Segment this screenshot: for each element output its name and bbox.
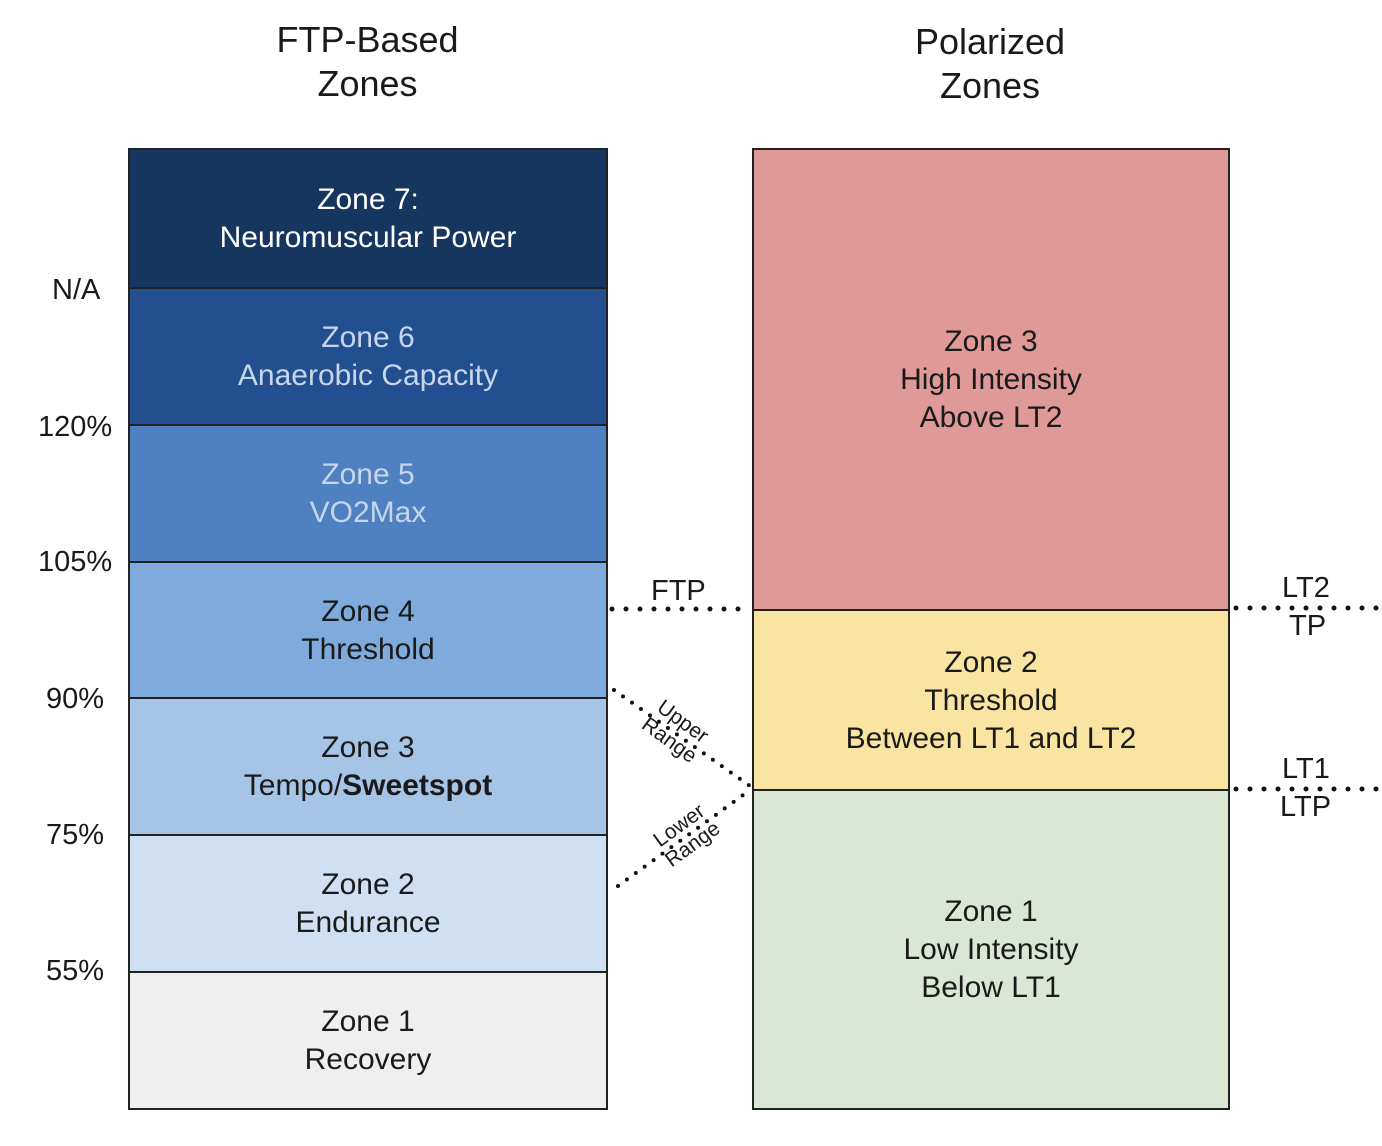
tp-marker-label: TP bbox=[1289, 610, 1327, 642]
ftp-zone-2-title: Zone 2 bbox=[321, 868, 415, 901]
polarized-zones-column: Zone 3 High Intensity Above LT2 Zone 2 T… bbox=[752, 148, 1230, 1110]
threshold-105: 105% bbox=[38, 546, 113, 578]
ftp-zone-7-title: Zone 7: bbox=[317, 183, 419, 216]
ftp-title-line2: Zones bbox=[317, 63, 418, 104]
ftp-zone-1-name: Recovery bbox=[304, 1042, 432, 1076]
threshold-75: 75% bbox=[46, 819, 105, 851]
ftp-zone-5-title: Zone 5 bbox=[321, 458, 415, 491]
polarized-zone-3-title: Zone 3 bbox=[944, 325, 1038, 358]
polarized-title-line1: Polarized bbox=[914, 21, 1066, 62]
ftp-zone-3-name-bold: Sweetspot bbox=[342, 769, 493, 802]
ftp-zone-1-title: Zone 1 bbox=[321, 1004, 415, 1038]
polarized-zone-3: Zone 3 High Intensity Above LT2 bbox=[754, 150, 1228, 610]
lt1-marker-label: LT1 bbox=[1282, 753, 1330, 785]
ftp-zone-6-title: Zone 6 bbox=[321, 321, 415, 354]
ftp-zones-title: FTP-Based Zones bbox=[200, 18, 535, 106]
polarized-title-line2: Zones bbox=[939, 65, 1041, 106]
ftp-zone-5-name: VO2Max bbox=[309, 496, 427, 529]
polarized-zone-2-name: Threshold bbox=[924, 683, 1058, 717]
ftp-zones-column: Zone 7: Neuromuscular Power Zone 6 Anaer… bbox=[128, 148, 608, 1110]
ftp-marker-label: FTP bbox=[651, 575, 706, 607]
ftp-zone-3-name-plain: Tempo/ bbox=[243, 769, 343, 802]
polarized-zone-1-title: Zone 1 bbox=[944, 894, 1038, 928]
polarized-zone-3-name: High Intensity bbox=[900, 363, 1082, 396]
ftp-zone-4-title: Zone 4 bbox=[321, 594, 415, 628]
polarized-zone-3-desc: Above LT2 bbox=[919, 401, 1063, 434]
polarized-zone-1-name: Low Intensity bbox=[903, 932, 1079, 966]
threshold-na: N/A bbox=[52, 274, 101, 306]
ftp-zone-3-name: Tempo/Sweetspot bbox=[244, 767, 492, 805]
ltp-marker-label: LTP bbox=[1280, 791, 1332, 823]
lt2-marker-label: LT2 bbox=[1282, 572, 1330, 604]
ftp-zone-3-title: Zone 3 bbox=[321, 731, 415, 764]
ftp-zone-1: Zone 1 Recovery bbox=[130, 971, 606, 1108]
threshold-120: 120% bbox=[38, 411, 113, 443]
ftp-zone-7-name: Neuromuscular Power bbox=[219, 221, 517, 254]
ftp-zone-4: Zone 4 Threshold bbox=[130, 561, 606, 698]
ftp-zone-2: Zone 2 Endurance bbox=[130, 834, 606, 972]
polarized-zone-2-desc: Between LT1 and LT2 bbox=[845, 721, 1137, 755]
ftp-zone-4-name: Threshold bbox=[301, 632, 435, 666]
ftp-zone-6-name: Anaerobic Capacity bbox=[237, 359, 499, 392]
threshold-55: 55% bbox=[46, 955, 105, 987]
ftp-zone-7: Zone 7: Neuromuscular Power bbox=[130, 150, 606, 288]
ftp-zone-5: Zone 5 VO2Max bbox=[130, 424, 606, 562]
polarized-zone-2-title: Zone 2 bbox=[944, 645, 1038, 679]
threshold-90: 90% bbox=[46, 683, 105, 715]
ftp-zone-3: Zone 3 Tempo/Sweetspot bbox=[130, 697, 606, 835]
ftp-title-line1: FTP-Based bbox=[276, 19, 459, 60]
polarized-zone-1-desc: Below LT1 bbox=[921, 970, 1061, 1004]
ftp-zone-6: Zone 6 Anaerobic Capacity bbox=[130, 287, 606, 425]
polarized-zone-2: Zone 2 Threshold Between LT1 and LT2 bbox=[754, 609, 1228, 790]
ftp-zone-2-name: Endurance bbox=[295, 906, 441, 939]
polarized-zones-title: Polarized Zones bbox=[820, 20, 1160, 108]
polarized-zone-1: Zone 1 Low Intensity Below LT1 bbox=[754, 789, 1228, 1108]
